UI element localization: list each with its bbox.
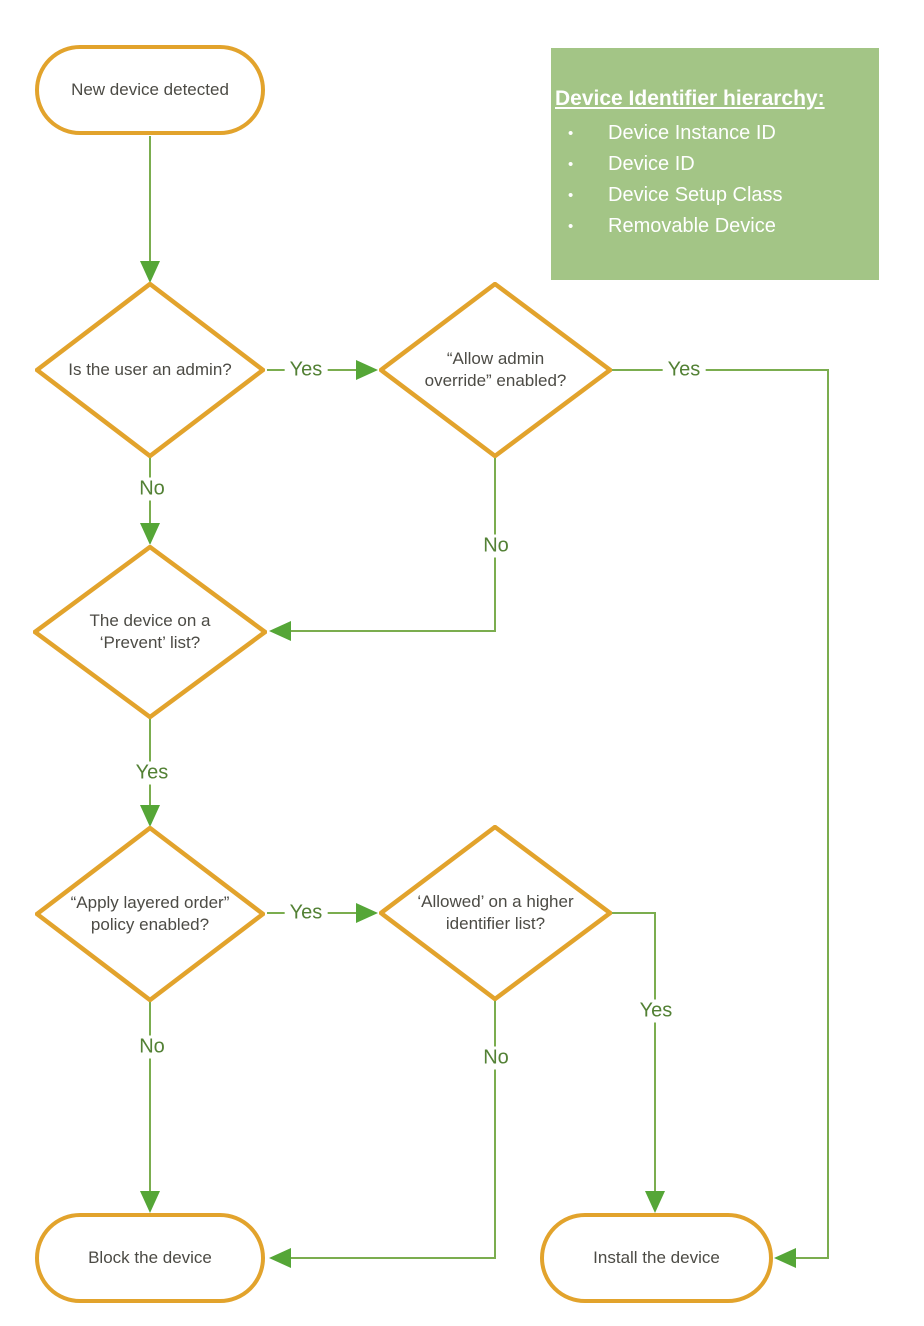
edge-start-admin-line: [149, 136, 151, 262]
legend-title: Device Identifier hierarchy:: [555, 87, 825, 110]
diamond-shape: [35, 826, 265, 1002]
edge-label-admin-yes: Yes: [284, 358, 328, 382]
node-label: ‘Allowed’ on a higher identifier list?: [417, 891, 574, 933]
arrow-right-icon: [356, 903, 378, 923]
node-label: The device on a ‘Prevent’ list?: [89, 610, 211, 652]
edge-allowed-yes-line-vert: [654, 912, 656, 1192]
node-block-device: Block the device: [35, 1213, 265, 1303]
arrow-down-icon: [140, 1191, 160, 1213]
node-label: “Apply layered order” policy enabled?: [70, 892, 230, 934]
legend-item: • Device Instance ID: [555, 118, 873, 149]
node-prevent-list: The device on a ‘Prevent’ list?: [33, 545, 267, 719]
legend-item-label: Device Instance ID: [608, 122, 776, 144]
bullet-icon: •: [568, 218, 574, 235]
legend-item: • Device ID: [555, 149, 873, 180]
arrow-left-icon: [269, 1248, 291, 1268]
edge-label-allowed-yes: Yes: [634, 999, 678, 1023]
bullet-icon: •: [568, 156, 574, 173]
legend-item-label: Removable Device: [608, 215, 776, 237]
edge-label-override-yes: Yes: [662, 358, 706, 382]
node-allowed-higher-identifier: ‘Allowed’ on a higher identifier list?: [379, 825, 612, 1001]
node-label: Install the device: [593, 1247, 720, 1267]
edge-allowed-no-line-horiz: [290, 1257, 496, 1259]
edge-allowed-no-line-vert: [494, 1000, 496, 1258]
legend-item: • Removable Device: [555, 211, 873, 242]
edge-layered-no-line: [149, 1000, 151, 1191]
bullet-icon: •: [568, 187, 574, 204]
legend-item-label: Device ID: [608, 153, 695, 175]
edge-label-layered-no: No: [134, 1035, 170, 1059]
legend-list: • Device Instance ID • Device ID • Device S…: [555, 118, 873, 242]
edge-label-layered-yes: Yes: [284, 901, 328, 925]
node-label: New device detected: [71, 79, 229, 99]
arrow-down-icon: [140, 261, 160, 283]
edge-label-override-no: No: [478, 534, 514, 558]
edge-override-yes-line-bottom: [796, 1257, 829, 1259]
node-is-user-admin: Is the user an admin?: [35, 282, 265, 458]
arrow-left-icon: [269, 621, 291, 641]
edge-override-yes-line-top: [612, 369, 829, 371]
legend-device-identifier-hierarchy: Device Identifier hierarchy: • Device Ins…: [551, 48, 879, 280]
node-apply-layered-order: “Apply layered order” policy enabled?: [35, 826, 265, 1002]
node-new-device-detected: New device detected: [35, 45, 265, 135]
edge-label-prevent-yes: Yes: [130, 761, 174, 785]
arrow-left-icon: [774, 1248, 796, 1268]
arrow-right-icon: [356, 360, 378, 380]
node-install-device: Install the device: [540, 1213, 773, 1303]
edge-override-yes-line-rail: [827, 369, 829, 1259]
legend-item: • Device Setup Class: [555, 180, 873, 211]
node-label: Is the user an admin?: [68, 359, 232, 379]
legend-item-label: Device Setup Class: [608, 184, 783, 206]
arrow-down-icon: [140, 805, 160, 827]
diamond-shape: [35, 282, 265, 458]
edge-label-admin-no: No: [134, 477, 170, 501]
edge-label-allowed-no: No: [478, 1046, 514, 1070]
bullet-icon: •: [568, 125, 574, 142]
diamond-shape: [379, 282, 612, 458]
edge-override-no-line-horiz: [290, 630, 496, 632]
arrow-down-icon: [140, 523, 160, 545]
edge-allowed-yes-line-horiz: [612, 912, 656, 914]
diamond-shape: [379, 825, 612, 1001]
node-label: “Allow admin override” enabled?: [424, 348, 567, 390]
node-label: Block the device: [88, 1247, 212, 1267]
diamond-shape: [33, 545, 267, 719]
node-allow-admin-override: “Allow admin override” enabled?: [379, 282, 612, 458]
arrow-down-icon: [645, 1191, 665, 1213]
